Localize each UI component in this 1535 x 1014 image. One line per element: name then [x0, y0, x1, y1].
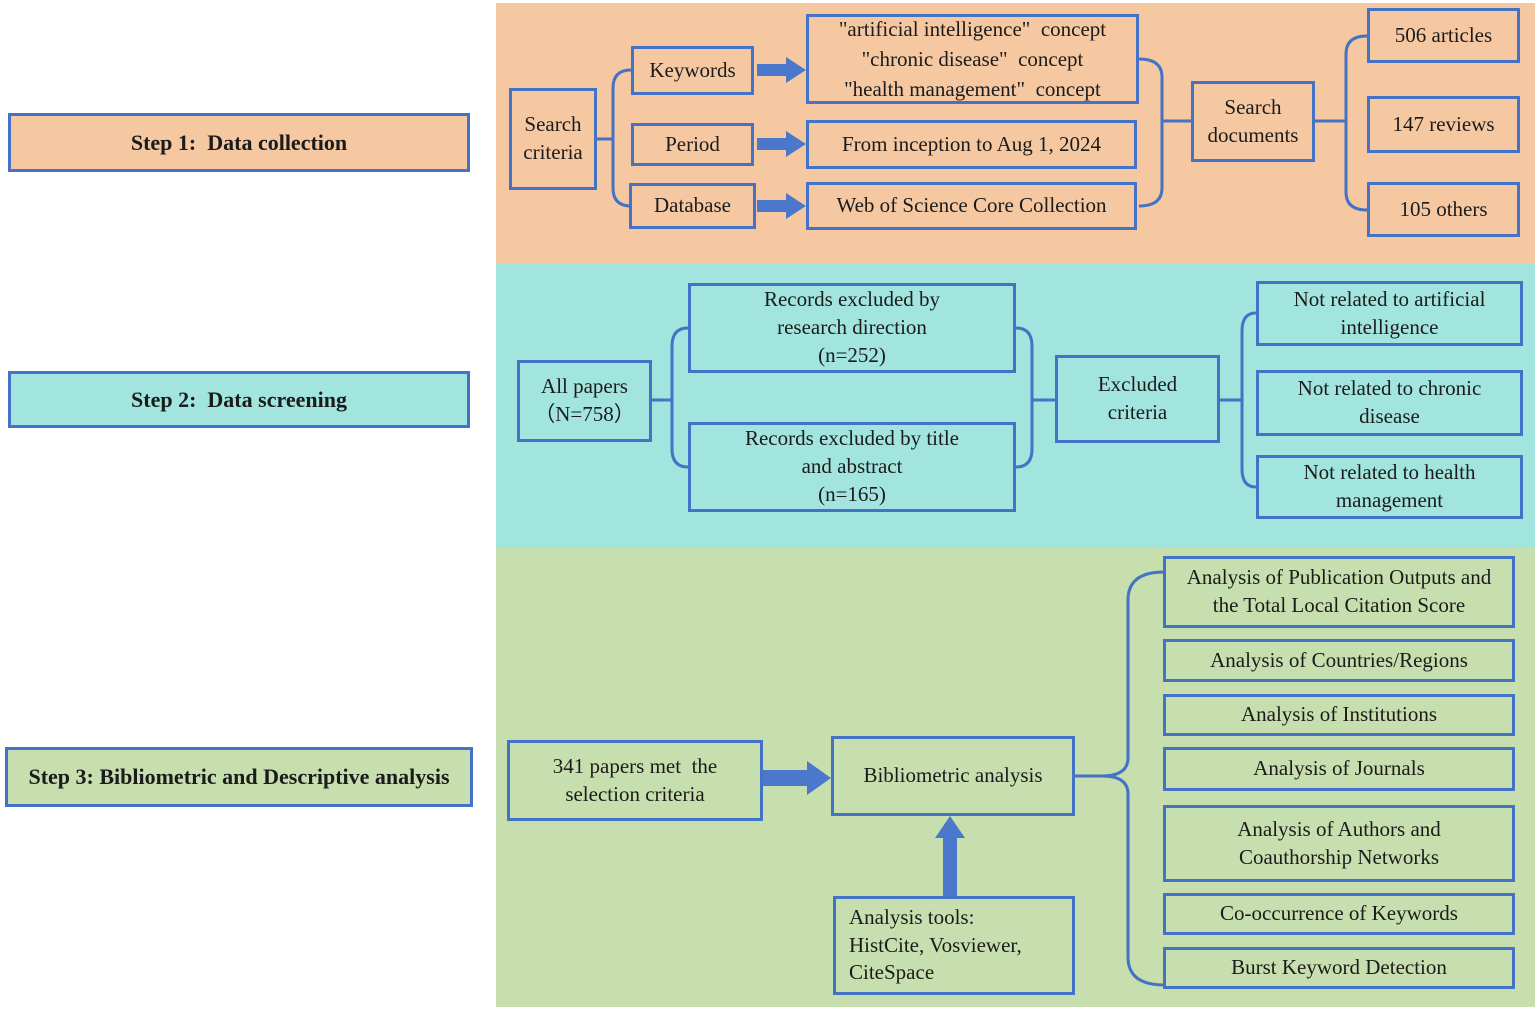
- excluded-title-abstract-node: Records excluded by title and abstract (…: [688, 422, 1016, 512]
- reason-chronic-node: Not related to chronic disease: [1256, 370, 1523, 436]
- analysis-institutions-node: Analysis of Institutions: [1163, 694, 1515, 736]
- analysis-countries-regions-node: Analysis of Countries/Regions: [1163, 639, 1515, 682]
- step3-label: Step 3: Bibliometric and Descriptive ana…: [5, 747, 473, 807]
- analysis-tools-node: Analysis tools: HistCite, Vosviewer, Cit…: [833, 896, 1075, 995]
- database-value-node: Web of Science Core Collection: [806, 182, 1137, 230]
- analysis-publication-outputs-node: Analysis of Publication Outputs and the …: [1163, 556, 1515, 628]
- period-value-node: From inception to Aug 1, 2024: [806, 120, 1137, 169]
- result-reviews-node: 147 reviews: [1367, 96, 1520, 153]
- reason-ai-node: Not related to artificial intelligence: [1256, 281, 1523, 346]
- burst-keyword-detection-node: Burst Keyword Detection: [1163, 947, 1515, 989]
- excluded-criteria-node: Excluded criteria: [1055, 355, 1220, 443]
- period-node: Period: [631, 123, 754, 166]
- result-articles-node: 506 articles: [1367, 8, 1520, 63]
- search-documents-node: Search documents: [1191, 81, 1315, 162]
- excluded-direction-node: Records excluded by research direction (…: [688, 283, 1016, 373]
- analysis-journals-node: Analysis of Journals: [1163, 747, 1515, 791]
- step2-label: Step 2: Data screening: [8, 371, 470, 428]
- database-node: Database: [629, 183, 756, 229]
- bibliometric-analysis-node: Bibliometric analysis: [831, 736, 1075, 816]
- step3-band: [496, 547, 1535, 1007]
- reason-health-node: Not related to health management: [1256, 455, 1523, 519]
- step1-label: Step 1: Data collection: [8, 113, 470, 172]
- result-others-node: 105 others: [1367, 182, 1520, 237]
- keywords-node: Keywords: [631, 46, 754, 95]
- all-papers-node: All papers （N=758）: [517, 360, 652, 442]
- papers-met-node: 341 papers met the selection criteria: [507, 740, 763, 821]
- cooccurrence-keywords-node: Co-occurrence of Keywords: [1163, 893, 1515, 935]
- keywords-value-node: "artificial intelligence" concept "chron…: [806, 14, 1139, 104]
- analysis-authors-networks-node: Analysis of Authors and Coauthorship Net…: [1163, 805, 1515, 882]
- search-criteria-node: Search criteria: [509, 88, 597, 190]
